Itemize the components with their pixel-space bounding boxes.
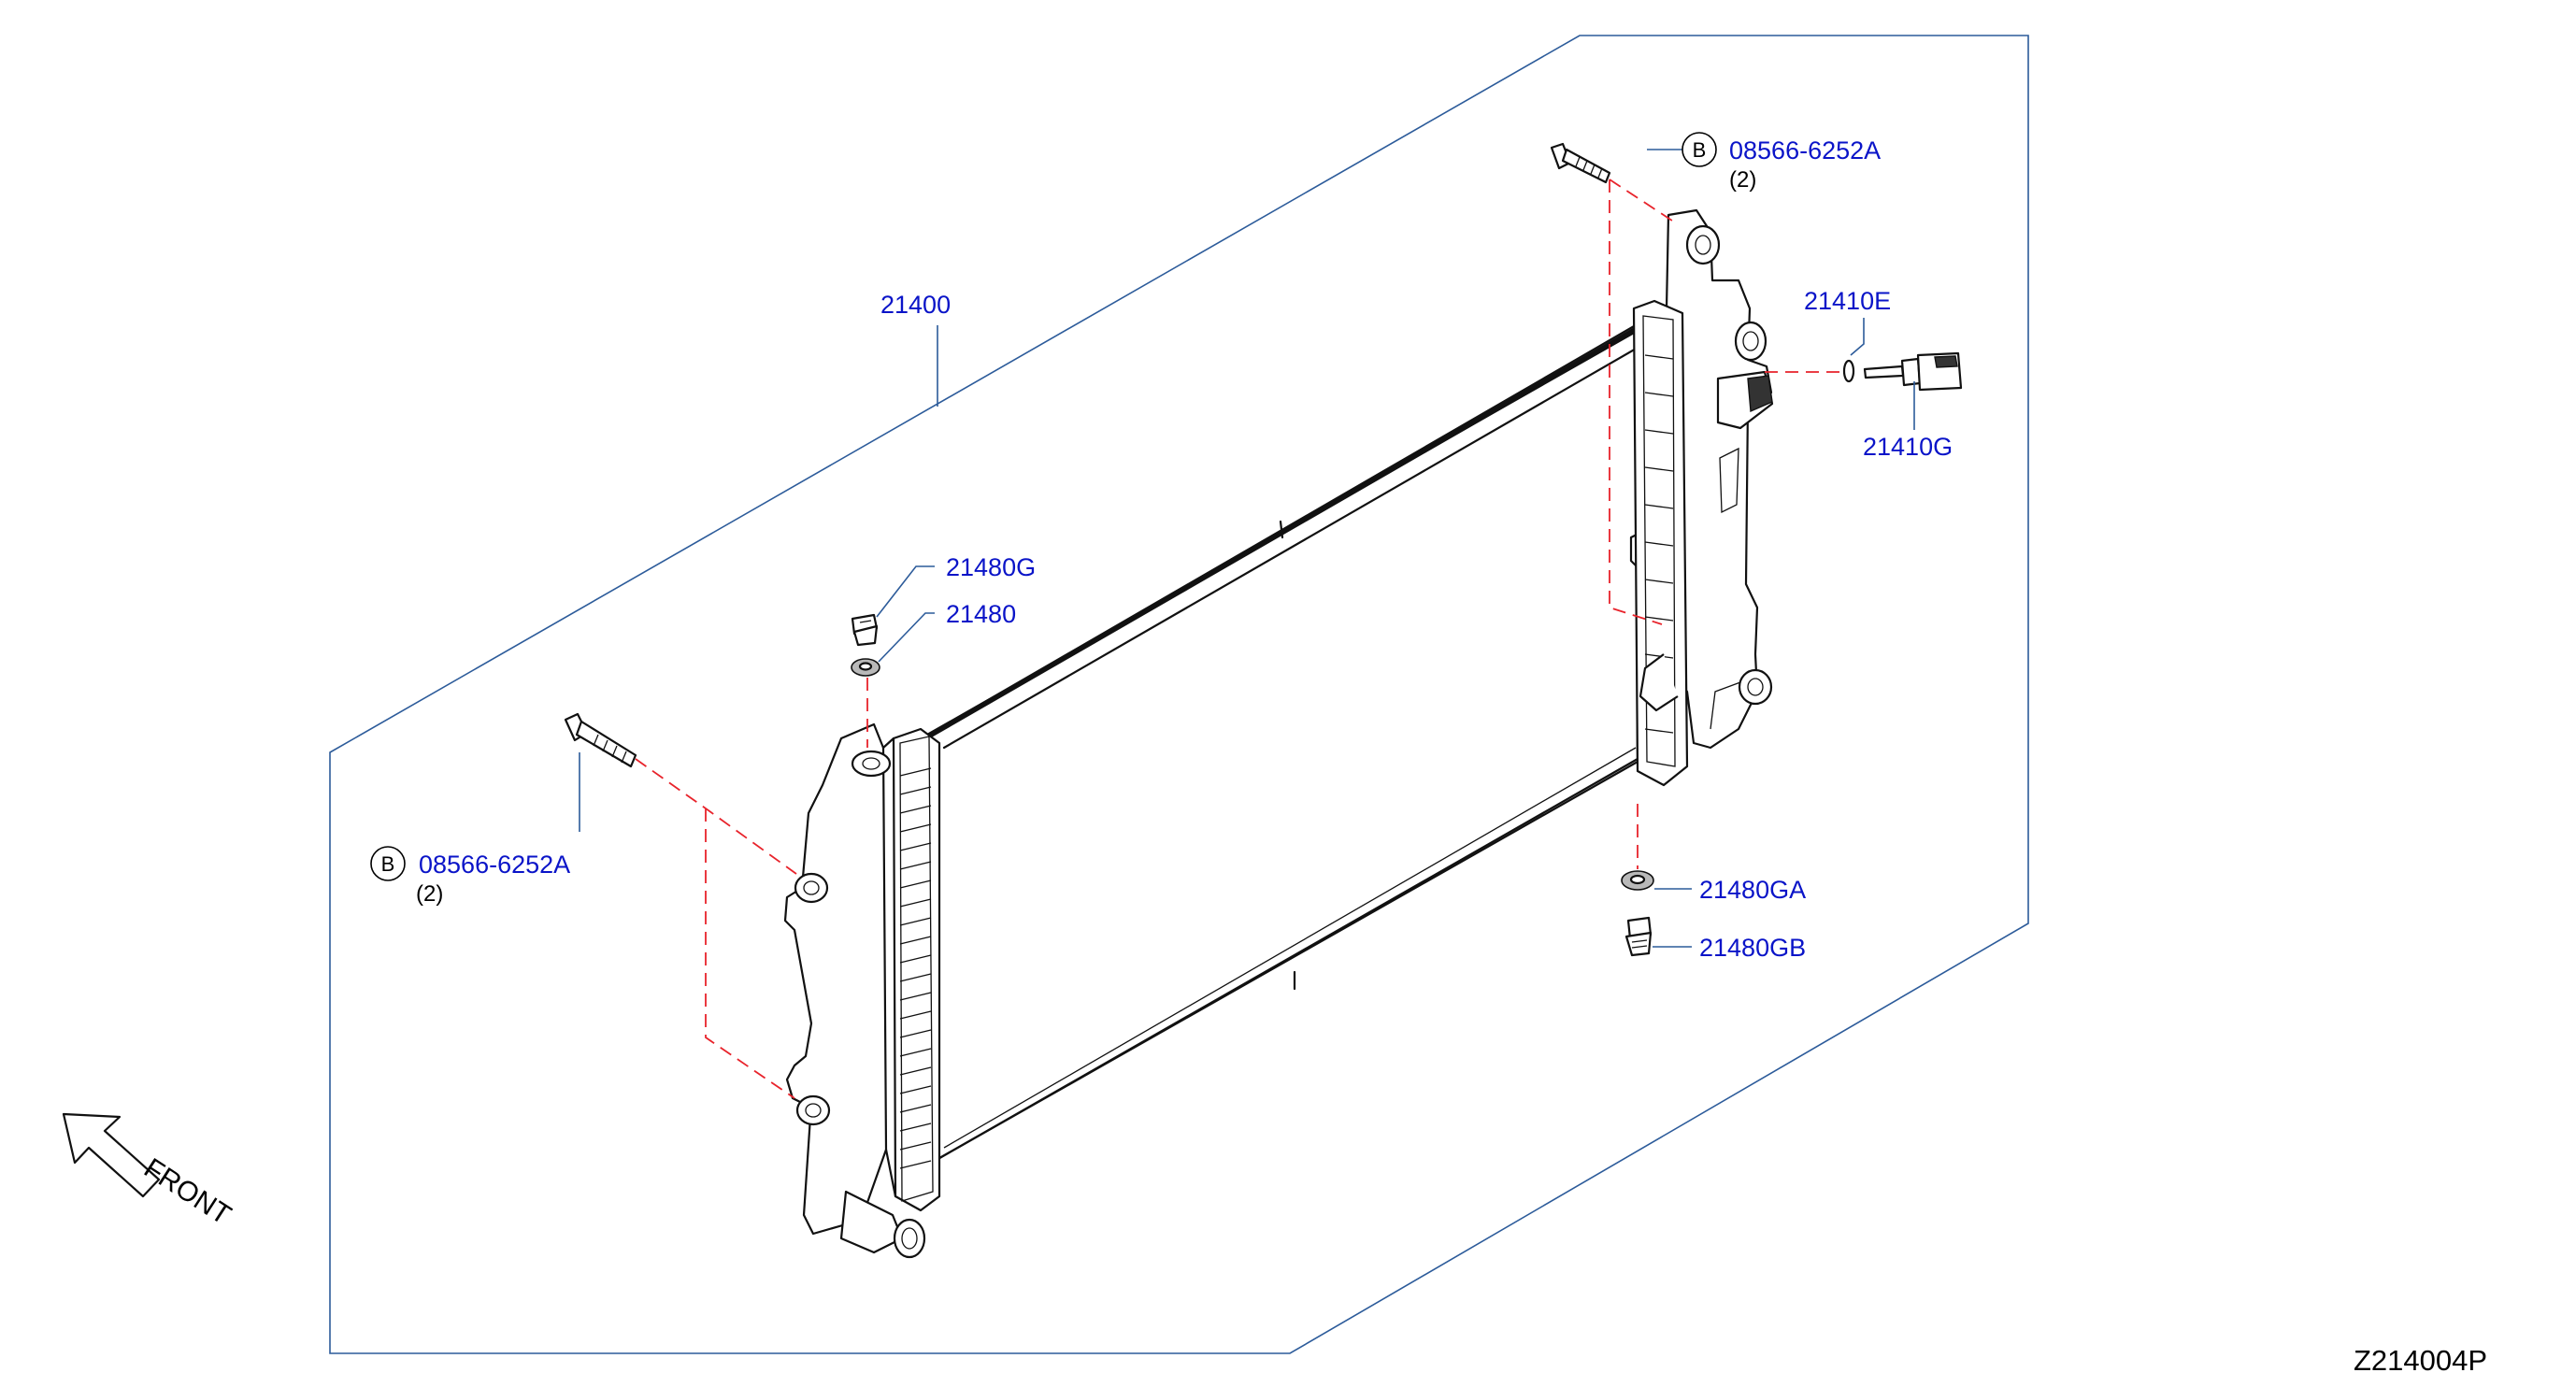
callout-oring[interactable]: 21410E [1804,287,1891,315]
leader-lines [579,149,1915,948]
installation-guides [635,179,1841,1099]
callout-plug-bottom[interactable]: 21480GB [1699,934,1806,962]
callout-washer-bottom[interactable]: 21480GA [1699,876,1806,904]
callout-sensor[interactable]: 21410G [1863,433,1953,461]
temperature-sensor [1863,351,1963,392]
washer-bottom [1621,870,1654,891]
callout-plug-top[interactable]: 21480G [946,553,1036,581]
b-marker-top: B [1693,138,1707,162]
bolt-top-right [1550,142,1611,184]
b-marker-top-circle [1682,132,1717,167]
washer-top [851,658,880,677]
b-marker-left-circle [370,846,406,881]
callout-bolt-top-qty: (2) [1729,167,1756,193]
b-marker-left: B [381,852,395,876]
callout-bolt-left[interactable]: 08566-6252A [419,851,570,879]
front-label: FRONT [138,1152,236,1231]
left-tank [783,722,941,1259]
callout-radiator[interactable]: 21400 [880,291,951,319]
assembly-frame [329,35,2029,1354]
right-tank [1629,208,1774,787]
o-ring [1842,359,1855,383]
drain-plug-bottom [1624,916,1653,957]
radiator-core [919,321,1642,1163]
callout-bolt-left-qty: (2) [416,881,443,907]
front-arrow-icon [62,1112,161,1198]
callout-bolt-top[interactable]: 08566-6252A [1729,136,1881,164]
bolt-left [564,712,637,768]
diagram-code: Z214004P [2354,1344,2487,1377]
drain-plug-top [851,613,879,647]
callout-washer-top[interactable]: 21480 [946,600,1016,628]
